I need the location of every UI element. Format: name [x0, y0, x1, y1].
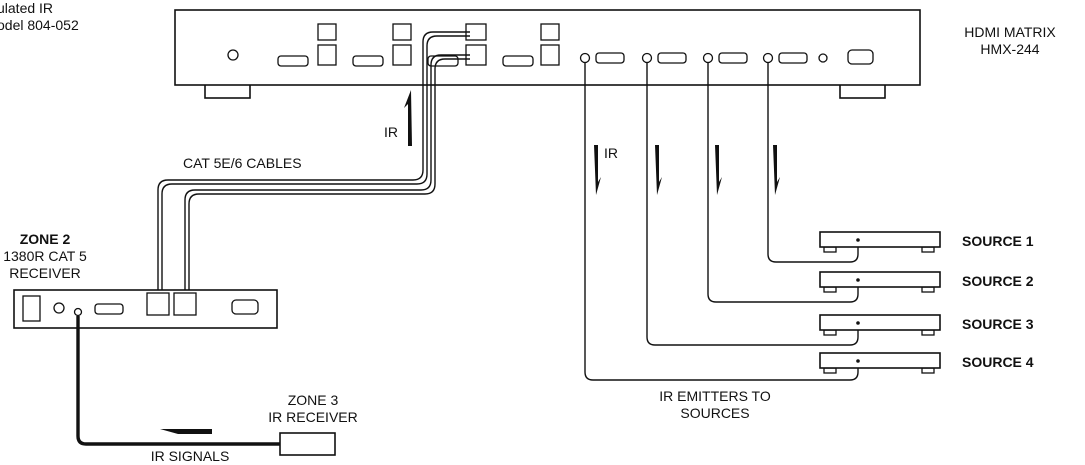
output4-rj45-upper — [540, 23, 560, 41]
ir-down-arrow-icon-4 — [773, 145, 780, 195]
input1-ir-jack — [579, 52, 591, 64]
input2-hdmi-port — [657, 52, 687, 64]
output2-rj45-lower — [392, 44, 412, 66]
source-2-label: SOURCE 2 — [962, 273, 1034, 289]
matrix-power-jack — [227, 49, 239, 61]
zone3-label-line2: IR RECEIVER — [268, 409, 357, 425]
source-4-box — [819, 352, 941, 369]
source-1: SOURCE 1 — [819, 231, 1034, 253]
zone2-title: ZONE 2 — [20, 231, 71, 247]
zone2-ir-out-jack — [73, 307, 83, 317]
ir-down-arrow-icon-3 — [715, 145, 722, 195]
cat5-cable-c — [184, 54, 470, 293]
ir-up-label: IR — [384, 124, 398, 140]
output1-rj45-upper — [317, 23, 337, 41]
zone2-power-jack — [53, 302, 65, 314]
source-2-ir-eye — [856, 278, 860, 282]
cables-label: CAT 5E/6 CABLES — [183, 155, 302, 171]
matrix-label-line2: HMX-244 — [980, 41, 1039, 57]
source-2: SOURCE 2 — [819, 271, 1034, 293]
emitter-wire-source-3 — [646, 62, 859, 346]
input4-ir-jack — [762, 52, 774, 64]
zone2-model-label: 1380R CAT 5 — [3, 248, 87, 264]
emitter-wire-source-1 — [767, 62, 859, 263]
zone2-rs232-port — [231, 299, 259, 315]
source-4-label: SOURCE 4 — [962, 354, 1034, 370]
zone2-receiver — [13, 289, 278, 329]
ir-signal-arrow-icon — [160, 429, 212, 434]
input1-hdmi-port — [595, 52, 625, 64]
output4-rj45-lower — [540, 44, 560, 66]
zone2-hdmi-port — [94, 303, 124, 315]
source-3-box — [819, 314, 941, 331]
matrix-foot-left — [204, 83, 251, 99]
ir-signal-cable — [76, 316, 280, 446]
source-3-ir-eye — [856, 321, 860, 325]
matrix-small-jack — [818, 53, 828, 63]
zone2-rj45-port-1 — [146, 292, 170, 316]
cat5-cable-b — [161, 35, 470, 293]
corner-label-line1: ulated IR — [0, 0, 53, 16]
corner-label-line2: odel 804-052 — [0, 17, 79, 33]
zone2-ir-window — [22, 295, 41, 322]
emitter-wire-source-2 — [707, 62, 859, 303]
ir-up-arrow-icon — [404, 90, 412, 146]
source-4: SOURCE 4 — [819, 352, 1034, 374]
ir-emitter-wires — [584, 62, 859, 381]
output1-hdmi-port — [277, 55, 309, 67]
zone2-rj45-port-2 — [173, 292, 197, 316]
matrix-label-line1: HDMI MATRIX — [964, 24, 1056, 40]
source-3-label: SOURCE 3 — [962, 316, 1034, 332]
zone3-ir-receiver-box — [279, 432, 336, 456]
ir-signals-label: IR SIGNALS — [151, 448, 230, 464]
input2-ir-jack — [641, 52, 653, 64]
output1-rj45-lower — [317, 44, 337, 66]
ir-down-arrow-icon-1 — [594, 145, 601, 195]
output2-rj45-upper — [392, 23, 412, 41]
zone2-receiver-label: RECEIVER — [9, 265, 81, 281]
matrix-rs232-port — [847, 49, 874, 65]
output4-hdmi-port — [502, 55, 534, 67]
input4-hdmi-port — [778, 52, 808, 64]
emitters-label-line1: IR EMITTERS TO — [659, 388, 771, 404]
hdmi-matrix — [174, 9, 921, 99]
source-1-label: SOURCE 1 — [962, 233, 1034, 249]
source-3: SOURCE 3 — [819, 314, 1034, 336]
matrix-foot-right — [839, 83, 886, 99]
input3-ir-jack — [702, 52, 714, 64]
input3-hdmi-port — [718, 52, 748, 64]
emitter-wire-source-4 — [584, 62, 859, 381]
ir-down-arrow-icon-2 — [655, 145, 662, 195]
zone3-label-line1: ZONE 3 — [288, 392, 339, 408]
source-1-ir-eye — [856, 238, 860, 242]
ir-down-label: IR — [604, 145, 618, 161]
source-4-ir-eye — [856, 359, 860, 363]
output2-hdmi-port — [352, 55, 384, 67]
emitters-label-line2: SOURCES — [680, 405, 749, 421]
cat5-cable-a — [157, 31, 470, 293]
source-1-box — [819, 231, 941, 248]
cat5-cables — [157, 31, 470, 293]
source-2-box — [819, 271, 941, 288]
cat5-cable-d — [188, 58, 470, 293]
